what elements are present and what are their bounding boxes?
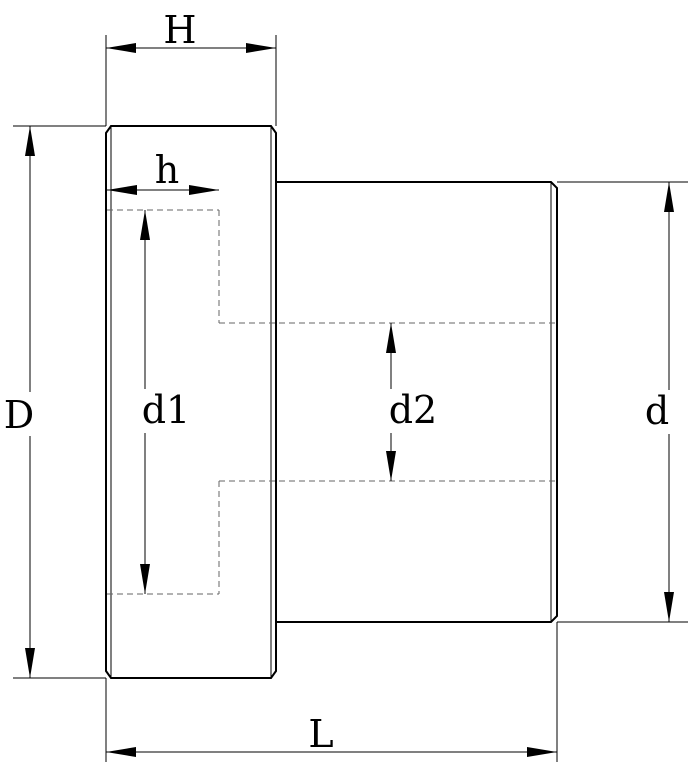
- extension-lines: [13, 35, 688, 762]
- flange-outline: [105, 125, 277, 679]
- dim-h-arrow-left: [107, 185, 137, 195]
- dim-d1-arrow-bottom: [140, 564, 150, 594]
- dim-L-label: L: [308, 712, 333, 756]
- dim-D-arrow-top: [25, 126, 35, 156]
- dim-d1-label: d1: [142, 388, 191, 432]
- dim-H-arrow-right: [246, 43, 276, 53]
- dim-d2-arrow-top: [386, 323, 396, 353]
- dim-d-label-bg: [644, 390, 670, 434]
- dim-D-arrow-bottom: [25, 648, 35, 678]
- dim-D-label-bg: [6, 392, 32, 436]
- dimension-d1: d1: [140, 210, 190, 594]
- dimension-D: D: [4, 126, 35, 678]
- dim-L-arrow-left: [106, 747, 136, 757]
- dim-h-arrow-right: [189, 185, 219, 195]
- dim-D-label: D: [4, 393, 34, 437]
- dimension-d: d: [644, 182, 674, 622]
- dim-h-label: h: [155, 148, 179, 192]
- part-outline: [105, 125, 558, 679]
- dim-d2-label-bg: [390, 389, 436, 433]
- dim-d-label: d: [645, 389, 669, 433]
- dim-L-arrow-right: [527, 747, 557, 757]
- hidden-lines: [107, 209, 557, 595]
- dim-d2-arrow-bottom: [386, 451, 396, 481]
- dimension-H: H: [106, 8, 276, 53]
- dim-H-label: H: [163, 8, 196, 52]
- dim-d2-label: d2: [389, 388, 438, 432]
- dimension-h: h: [107, 148, 219, 195]
- dim-H-arrow-left: [106, 43, 136, 53]
- dimension-L: L: [106, 712, 557, 757]
- dim-d-arrow-top: [664, 182, 674, 212]
- dim-d-arrow-bottom: [664, 592, 674, 622]
- dimension-d2: d2: [386, 323, 437, 481]
- dim-d1-label-bg: [143, 389, 189, 433]
- shank-outline: [276, 181, 558, 623]
- dim-d1-arrow-top: [140, 210, 150, 240]
